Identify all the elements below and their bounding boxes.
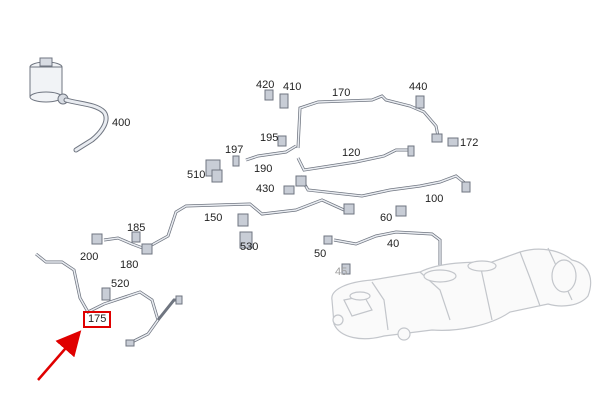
label-120[interactable]: 120 [342, 147, 361, 159]
label-40[interactable]: 40 [387, 238, 400, 250]
label-195[interactable]: 195 [260, 132, 279, 144]
label-150[interactable]: 150 [204, 212, 223, 224]
label-175-highlighted[interactable]: 175 [83, 311, 112, 328]
label-440[interactable]: 440 [409, 81, 428, 93]
label-197[interactable]: 197 [225, 144, 244, 156]
label-172[interactable]: 172 [460, 137, 479, 149]
label-45[interactable]: 45 [335, 266, 348, 278]
label-200[interactable]: 200 [80, 251, 99, 263]
line-175 [35, 252, 160, 344]
label-100[interactable]: 100 [425, 193, 444, 205]
label-60[interactable]: 60 [380, 212, 393, 224]
fittings [91, 89, 471, 347]
label-530[interactable]: 530 [240, 241, 259, 253]
pointer-arrow [37, 330, 82, 381]
label-190[interactable]: 190 [254, 163, 273, 175]
label-520[interactable]: 520 [111, 278, 130, 290]
label-420[interactable]: 420 [256, 79, 275, 91]
filter-canister [29, 57, 69, 105]
label-430[interactable]: 430 [256, 183, 275, 195]
fuel-tank [331, 247, 592, 341]
label-410[interactable]: 410 [283, 81, 302, 93]
label-185[interactable]: 185 [127, 222, 146, 234]
label-510[interactable]: 510 [187, 169, 206, 181]
label-400[interactable]: 400 [112, 117, 131, 129]
label-180[interactable]: 180 [120, 259, 139, 271]
label-50[interactable]: 50 [314, 248, 327, 260]
label-170[interactable]: 170 [332, 87, 351, 99]
